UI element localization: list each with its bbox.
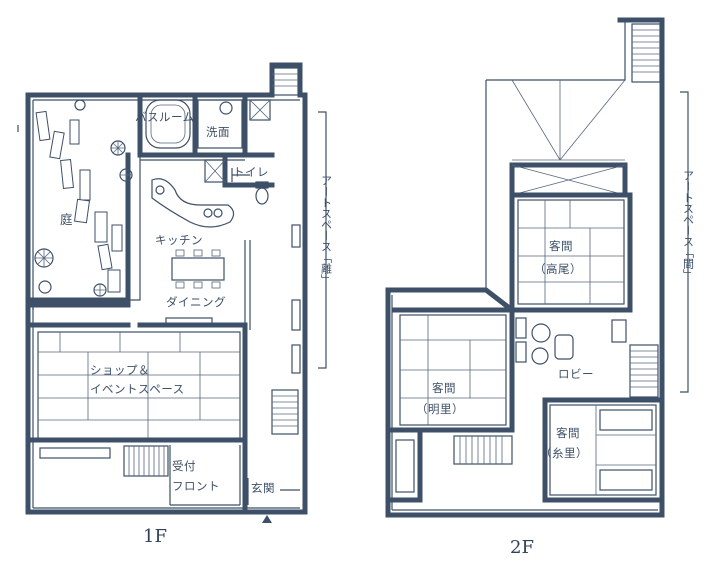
room-label-itori: 客間 <box>556 426 580 440</box>
floor-label-1f: 1F <box>143 526 167 547</box>
room-label-akari-name: （明里） <box>416 402 464 416</box>
stepping-stone-icon <box>35 110 123 293</box>
room-label-garden: 庭 <box>60 212 73 227</box>
room-label-front-desk: フロント <box>172 479 220 493</box>
art-space-2f-label: アートスペース「間」 <box>682 170 695 280</box>
room-label-bath: バスルーム <box>135 110 195 124</box>
room-label-reception: 受付 <box>172 459 196 473</box>
room-label-akari: 客間 <box>432 381 456 395</box>
room-label-toilet: トイレ <box>233 165 269 179</box>
bathtub-icon <box>145 99 191 149</box>
art-space-2f-bracket <box>680 91 689 393</box>
art-space-1f-bracket <box>318 111 327 369</box>
room-label-kitchen: キッチン <box>155 233 203 247</box>
room-label-itori-name: （糸里） <box>540 446 588 460</box>
floor-label-2f: 2F <box>510 537 534 558</box>
room-label-entrance: 玄関 <box>251 481 275 495</box>
floor-2f <box>385 17 665 518</box>
staircase-icon <box>453 23 661 465</box>
room-label-shop: ショップ＆ <box>90 363 150 377</box>
room-label-takao-name: （高尾） <box>534 262 582 276</box>
room-label-event-space: イベントスペース <box>90 382 185 396</box>
room-label-washroom: 洗面 <box>206 125 230 139</box>
tree-icon <box>34 99 133 297</box>
room-label-dining: ダイニング <box>166 295 226 309</box>
art-space-1f-label: アートスペース「離」 <box>320 175 333 285</box>
staircase-icon <box>123 67 299 477</box>
room-label-lobby: ロビー <box>558 367 594 381</box>
entrance-arrow-icon <box>262 515 272 523</box>
toilet-icon <box>255 181 269 205</box>
room-label-takao: 客間 <box>549 239 573 253</box>
floor-1f <box>17 62 308 523</box>
